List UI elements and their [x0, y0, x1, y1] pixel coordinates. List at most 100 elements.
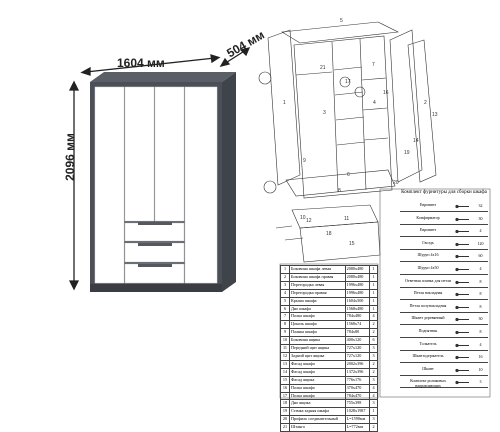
callout-number: 20	[393, 180, 399, 186]
shelf	[335, 116, 365, 121]
parts-cell-qty: 1	[369, 304, 378, 314]
hardware-qty: 3	[479, 379, 482, 385]
hardware-name: Ответная планка для петли	[404, 277, 452, 283]
hardware-name: Конфирматор	[416, 214, 440, 220]
parts-cell-name: Фасад шкафа	[289, 367, 346, 377]
height-arrow	[68, 80, 80, 291]
part-drawer-front	[299, 221, 381, 263]
parts-cell-name: Боковина шкафа правая	[289, 272, 346, 282]
shelf	[334, 91, 364, 96]
parts-cell-name: Перегородка правая	[289, 288, 346, 298]
hardware-name: Петля накладная	[413, 290, 443, 296]
parts-cell-qty: 6	[369, 336, 378, 346]
parts-cell-size: 400х120	[344, 336, 371, 346]
hardware-icon	[455, 304, 471, 311]
parts-cell-qty: 3	[369, 399, 378, 409]
parts-cell-name: Профиль соединительный	[289, 415, 346, 425]
parts-cell-qty: 1	[369, 407, 378, 417]
parts-cell-name: Полка шкафа	[289, 312, 346, 322]
parts-cell-qty: 4	[369, 391, 378, 401]
parts-cell-n: 11	[280, 344, 290, 353]
callout-number: 2	[424, 100, 427, 106]
parts-cell-n: 6	[280, 304, 290, 314]
hardware-frame	[379, 188, 491, 398]
parts-cell-qty: 2	[369, 320, 378, 330]
hardware-icon	[455, 291, 471, 298]
parts-cell-name: Перегородка левая	[289, 280, 346, 290]
parts-cell-n: 1	[280, 265, 290, 274]
parts-cell-qty: 2	[369, 328, 378, 338]
parts-cell-name: Крыша шкафа	[289, 296, 346, 306]
parts-cell-name: Полка шкафа	[289, 391, 346, 401]
parts-cell-size: 727х120	[344, 351, 371, 361]
parts-cell-n: 19	[280, 407, 290, 417]
hardware-icon	[455, 241, 471, 248]
hardware-qty: 8	[479, 278, 482, 284]
hardware-panel: Комплект фурнитуры для сборки шкафа Евро…	[380, 189, 490, 397]
parts-cell-size: 784х470	[344, 391, 371, 401]
callout-number: 10	[300, 215, 306, 221]
parts-cell-name: Дно ящика	[289, 399, 346, 409]
hardware-icon	[455, 316, 471, 323]
parts-cell-name: Стенка задняя шкафа	[289, 407, 346, 417]
parts-cell-size: 1568х480	[344, 304, 371, 314]
callout-number: 11	[344, 216, 350, 222]
parts-cell-n: 15	[280, 375, 290, 385]
hardware-qty: 4	[479, 228, 482, 234]
callout-number: 8	[338, 188, 341, 194]
hardware-name: Толкатель	[419, 340, 437, 346]
parts-cell-size: 2080х480	[344, 272, 371, 282]
parts-cell-n: 2	[280, 272, 290, 282]
hardware-qty: 32	[478, 203, 483, 208]
part-back	[389, 29, 423, 183]
detail-circle	[258, 71, 272, 85]
parts-cell-size: 1604х500	[344, 296, 371, 306]
door-2	[124, 86, 155, 222]
callout-number: 6	[347, 172, 350, 178]
callout-number: 19	[404, 150, 410, 156]
hardware-item: Ответная планка для петли 8	[400, 278, 488, 288]
hardware-name: Евровинт	[419, 202, 437, 207]
parts-cell-qty: 4	[369, 312, 378, 322]
hardware-icon	[455, 379, 471, 386]
detail-circle	[339, 76, 351, 88]
parts-cell-size: 784х480	[344, 312, 371, 322]
hardware-qty: 8	[479, 291, 482, 297]
hardware-icon	[455, 216, 471, 223]
drawer-handle	[138, 264, 172, 267]
detail-circle	[263, 180, 277, 194]
shelf	[362, 107, 388, 111]
hardware-name: Шуруп 4х16	[417, 252, 439, 258]
parts-cell-n: 9	[280, 328, 290, 338]
shelf	[333, 66, 363, 71]
partition-left	[331, 41, 339, 193]
parts-cell-qty: 4	[369, 383, 378, 393]
part-left-side	[267, 29, 301, 186]
parts-cell-size: 1996х480	[344, 280, 371, 290]
parts-cell-n: 18	[280, 399, 290, 409]
parts-cell-n: 5	[280, 296, 290, 306]
width-arrow	[80, 54, 221, 76]
hardware-icon	[455, 329, 471, 336]
callout-number: 14	[413, 138, 419, 144]
hardware-name: Подпятник	[418, 328, 438, 333]
